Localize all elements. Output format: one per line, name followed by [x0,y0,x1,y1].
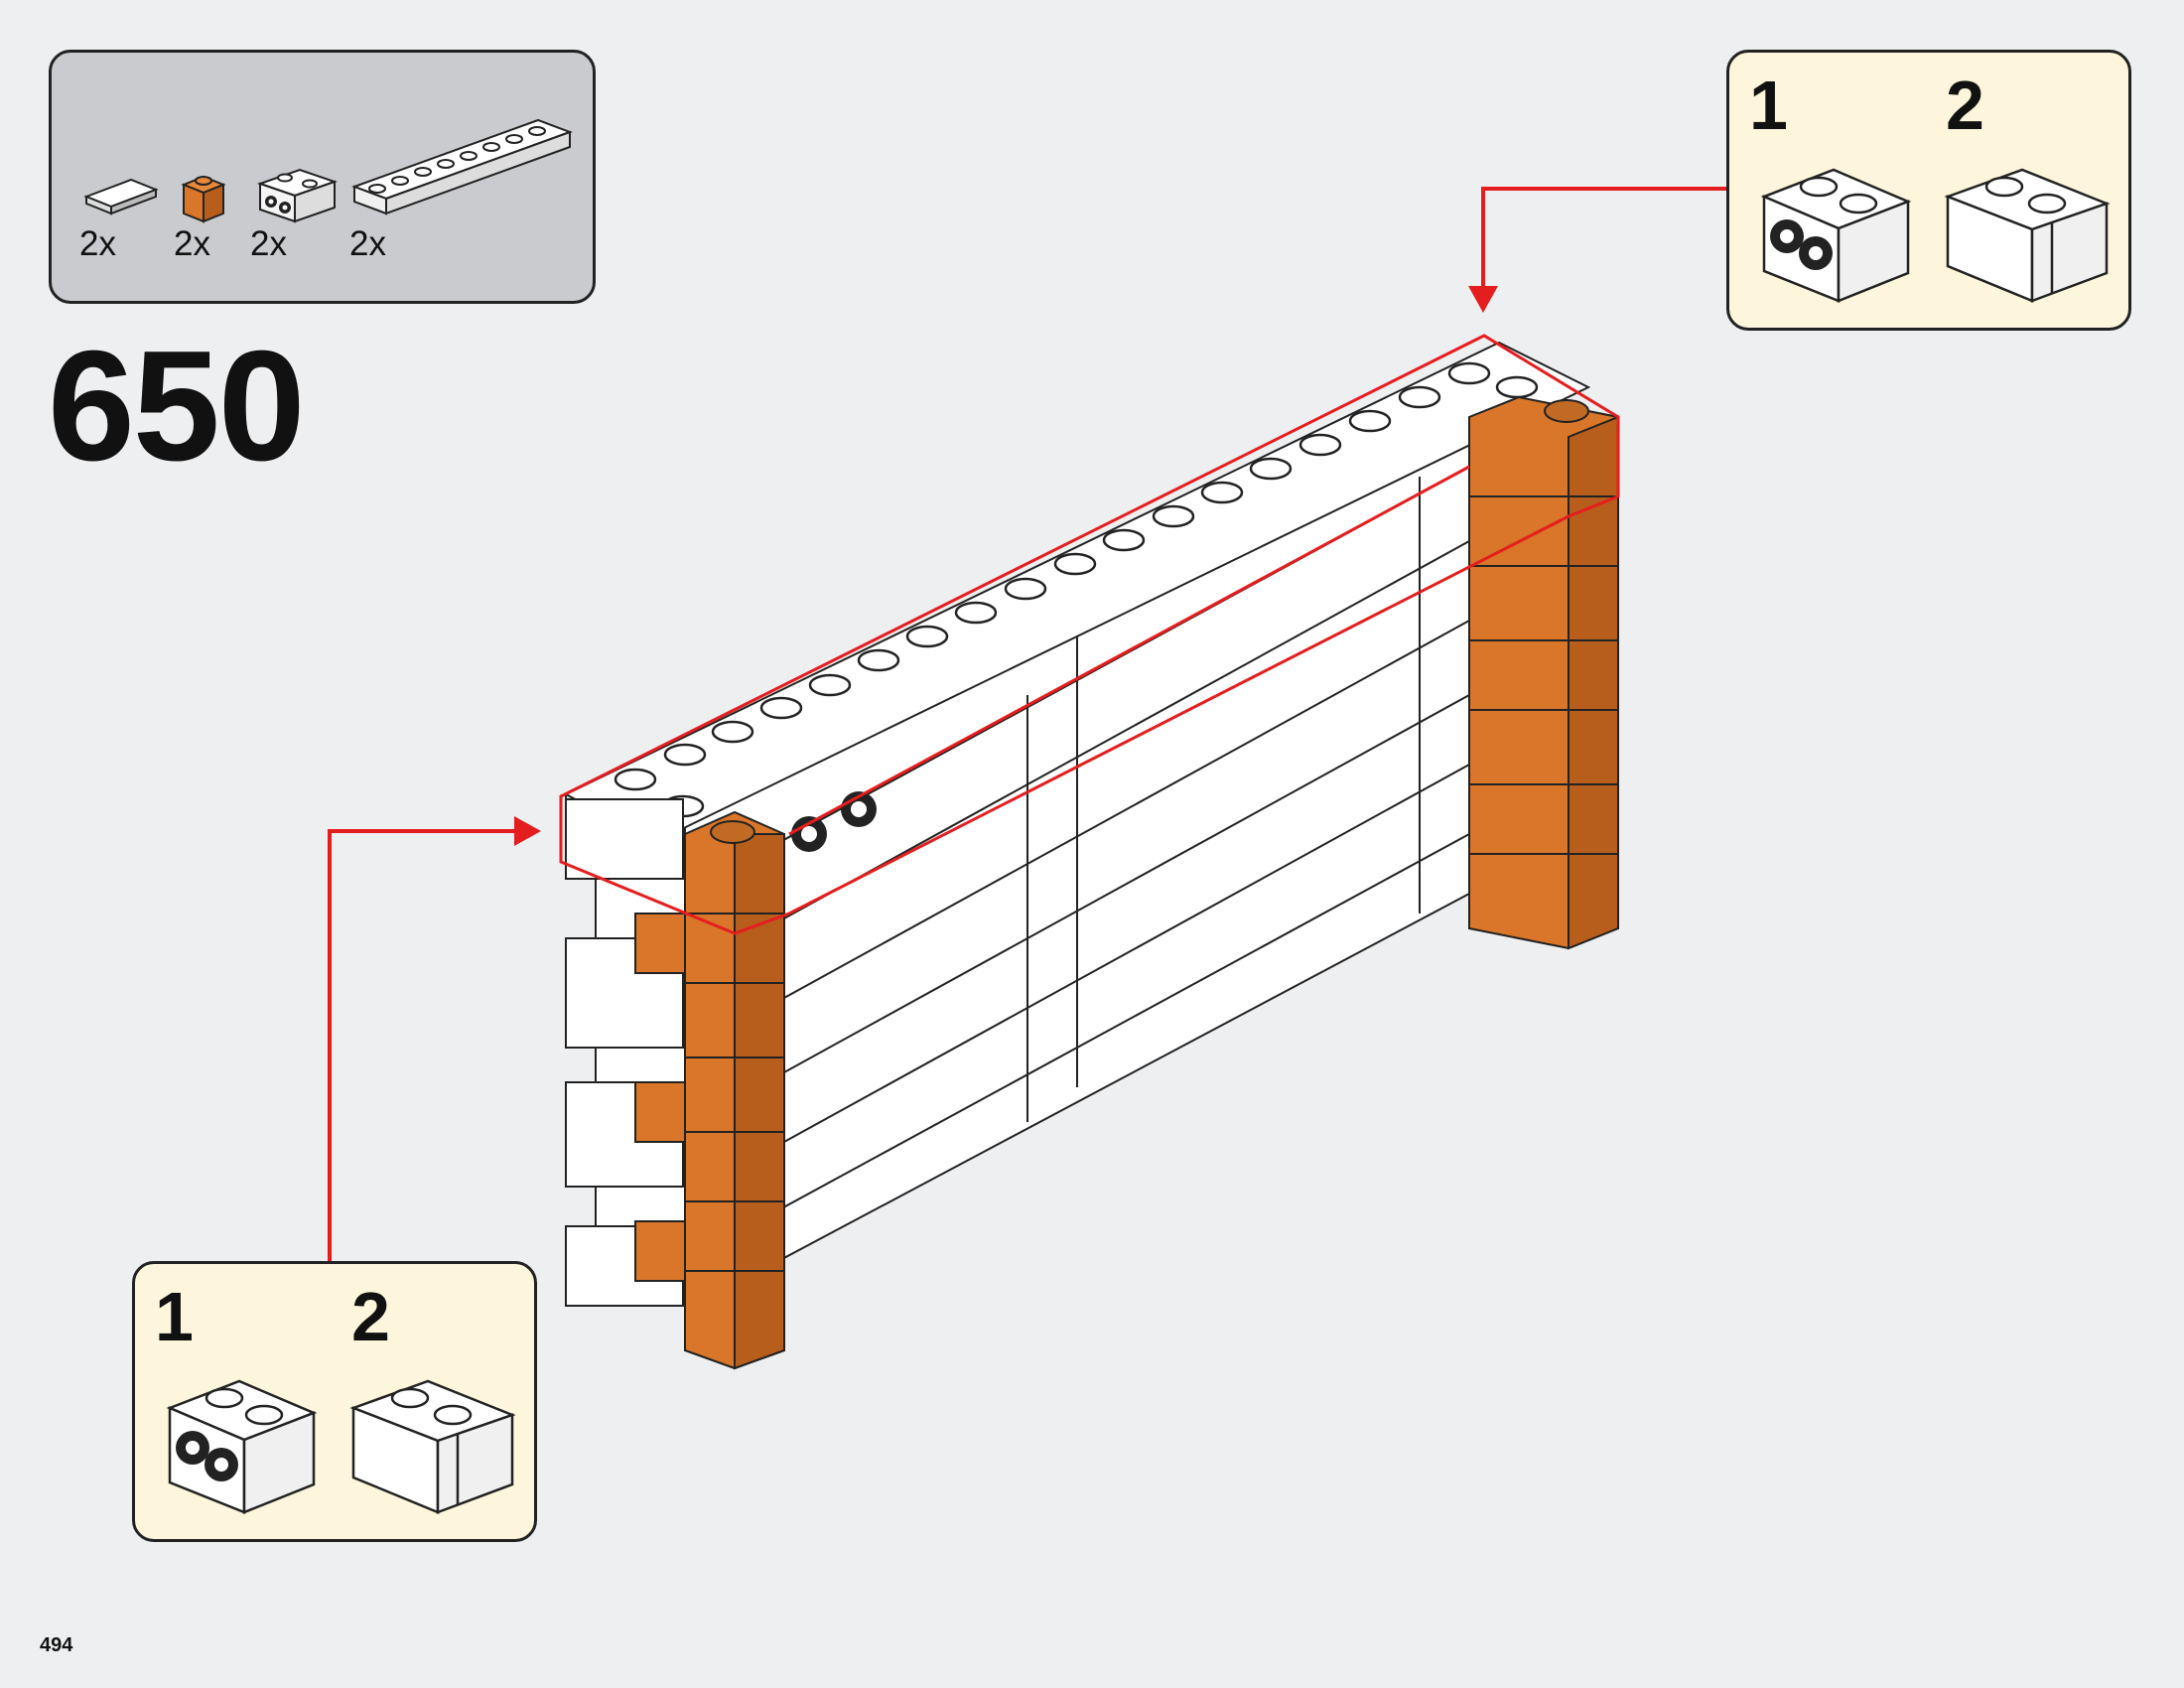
plate-1x8-icon [351,118,573,215]
brick-side-studs-icon [166,1379,318,1514]
sub-step-number: 2 [1946,67,1984,144]
brick-with-tile-icon [349,1379,516,1514]
part-quantity: 2x [79,224,116,263]
brick-side-studs-icon [256,168,339,223]
orange-brick-1x1-icon [181,175,226,223]
sub-step-number: 1 [1749,67,1788,144]
sub-step-number: 2 [351,1278,390,1355]
brick-with-tile-icon [1944,168,2111,303]
sub-step-callout-bottom-left: 1 2 [132,1261,537,1542]
brick-side-studs-icon [1760,168,1912,303]
part-quantity: 2x [250,224,287,263]
sub-step-number: 1 [155,1278,194,1355]
step-number: 650 [48,319,306,493]
page-number: 494 [40,1634,73,1656]
part-quantity: 2x [349,224,386,263]
part-quantity: 2x [174,224,210,263]
sub-step-callout-top-right: 1 2 [1726,50,2131,331]
parts-list-panel: 2x 2x 2x 2x [49,50,596,304]
tile-1x2-icon [83,178,159,215]
